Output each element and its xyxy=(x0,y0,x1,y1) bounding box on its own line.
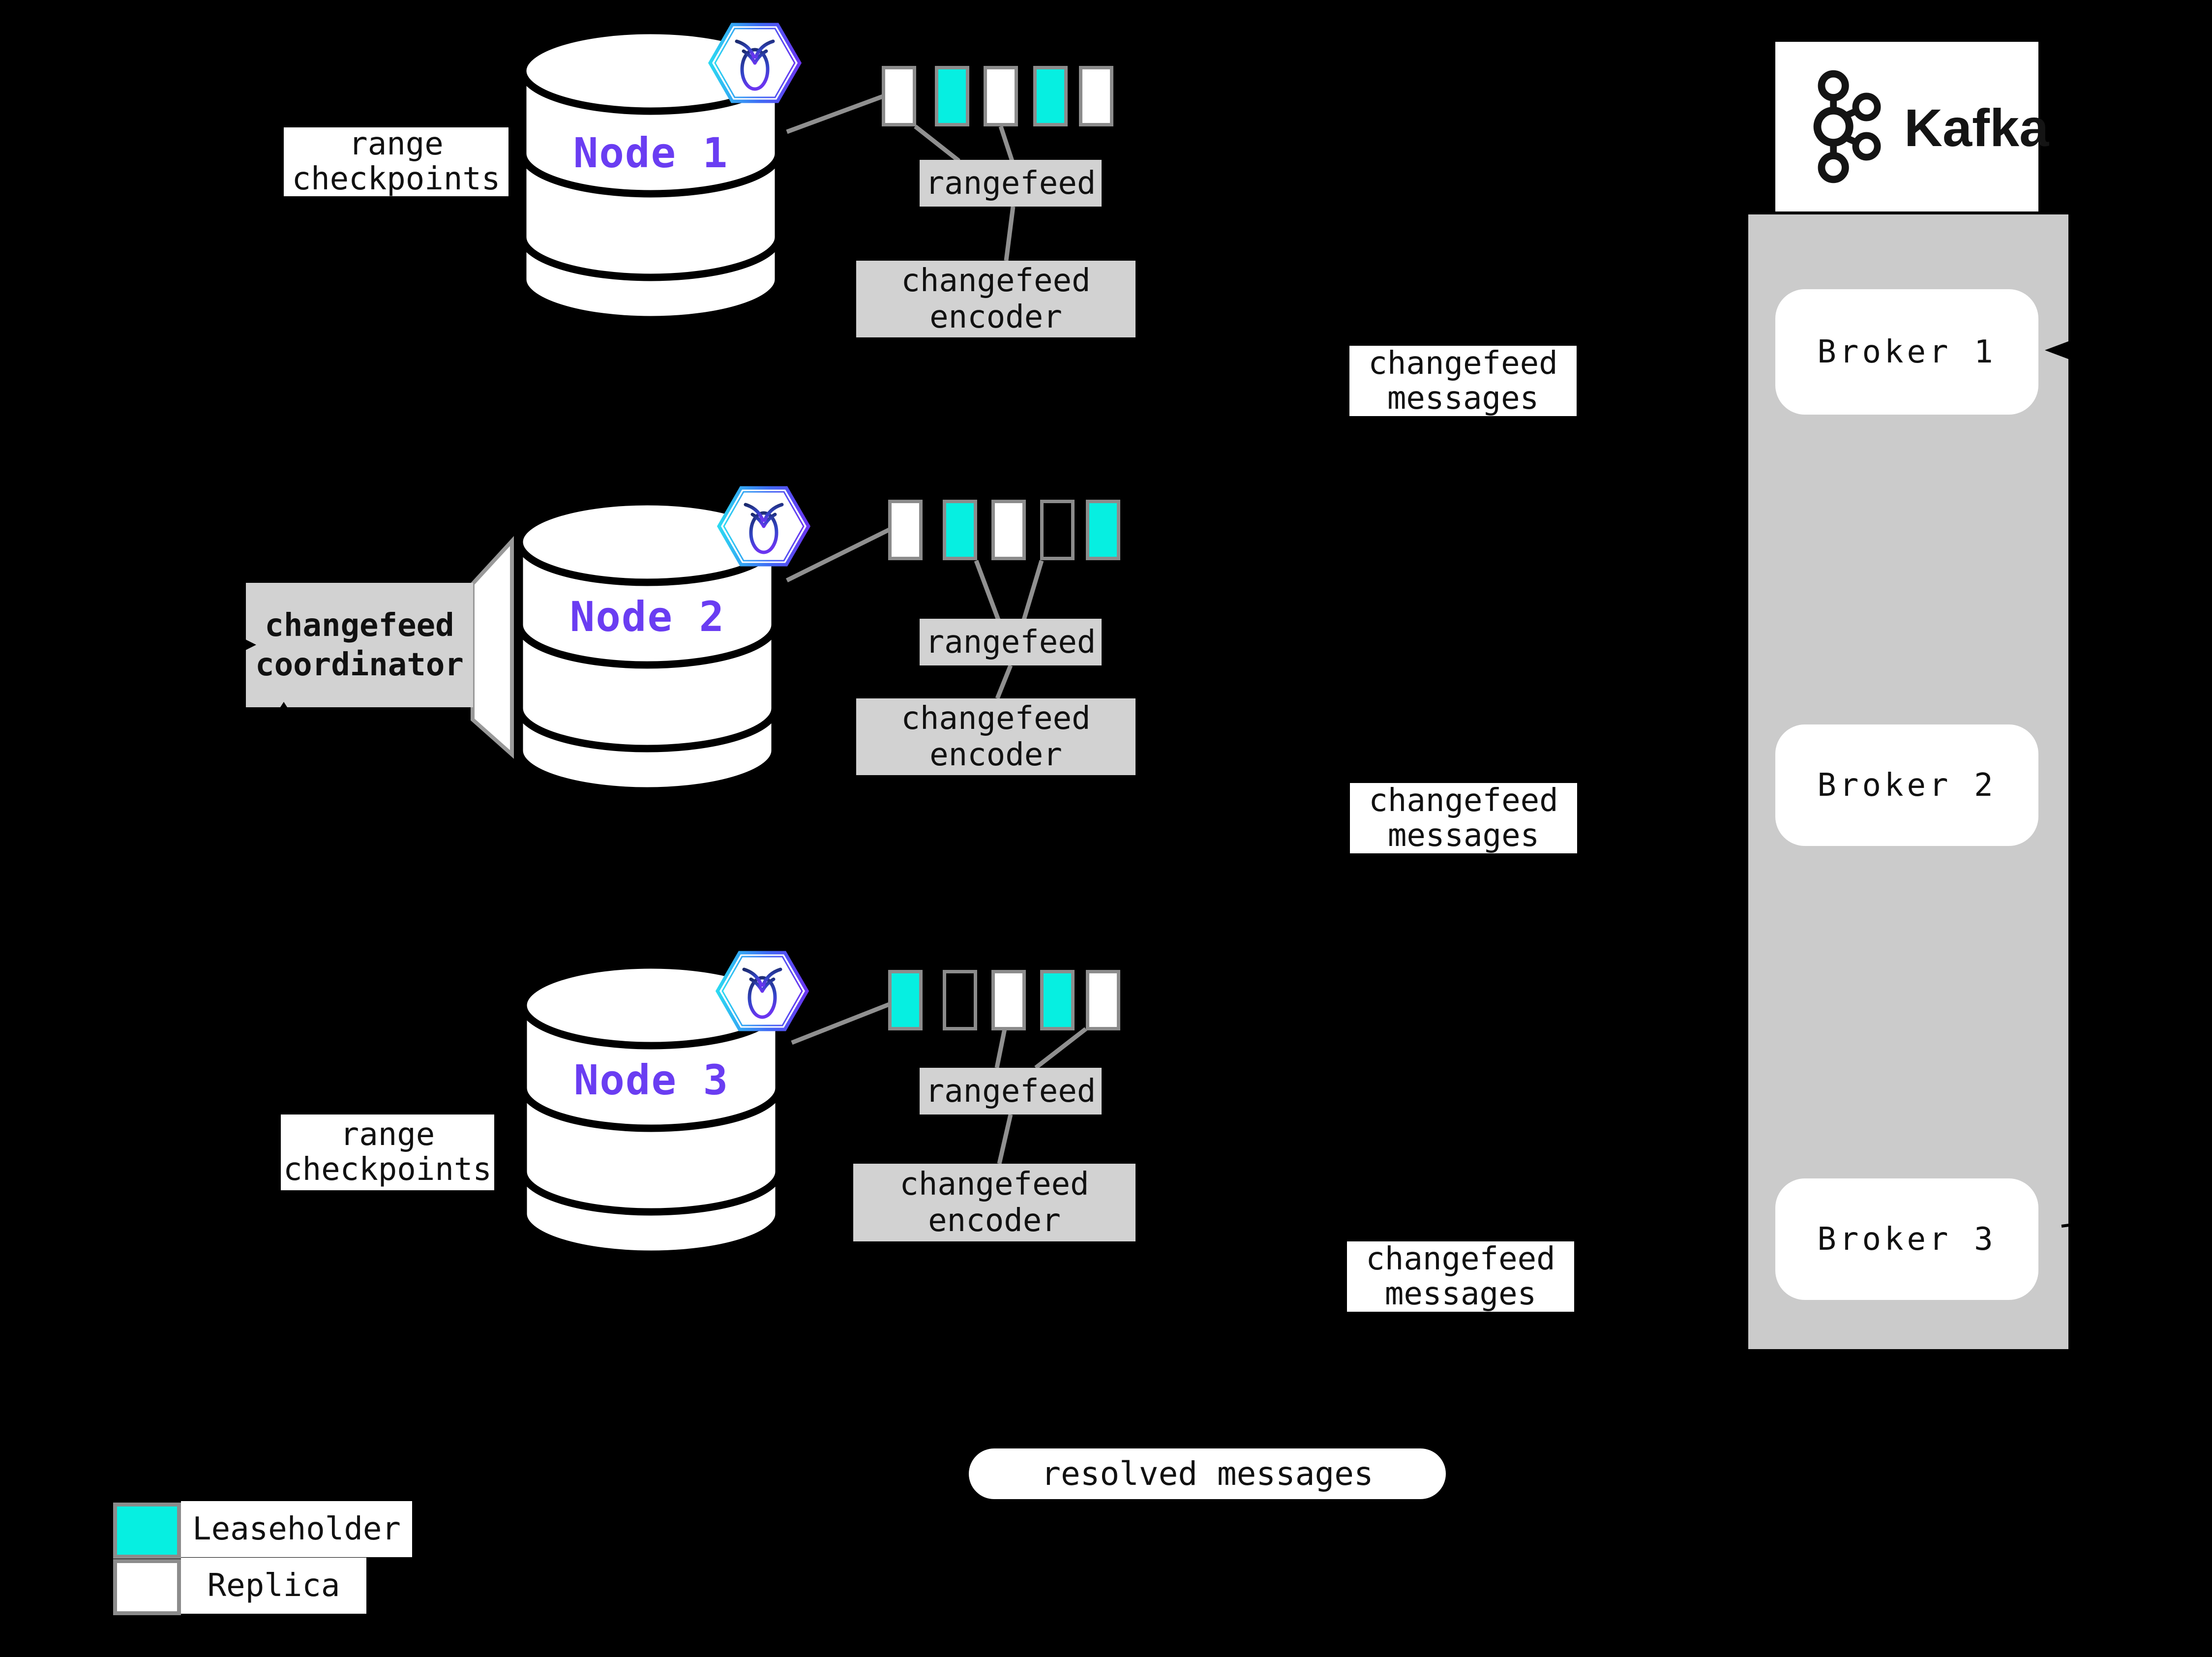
arrowhead-into-coordinator xyxy=(244,639,256,651)
changefeed-encoder-box-node2: changefeed encoder xyxy=(856,698,1136,775)
range-checkpoints-label-node3: range checkpoints xyxy=(281,1115,494,1190)
gray-connector-lines xyxy=(786,94,1087,1165)
changefeed-messages-label-3: changefeed messages xyxy=(1347,1241,1574,1312)
node3-name: Node 3 xyxy=(573,1056,729,1104)
changefeed-messages-label-1: changefeed messages xyxy=(1349,346,1577,416)
resolved-messages-pill: resolved messages xyxy=(969,1448,1446,1499)
legend-replica-label: Replica xyxy=(181,1558,366,1614)
broker-2: Broker 2 xyxy=(1775,724,2038,846)
replica-square xyxy=(1079,66,1113,126)
changefeed-messages-text: changefeed messages xyxy=(1366,1241,1555,1312)
replica-square xyxy=(1040,970,1075,1030)
changefeed-encoder-text: changefeed encoder xyxy=(899,1166,1089,1239)
changefeed-encoder-box-node3: changefeed encoder xyxy=(853,1164,1136,1241)
changefeed-encoder-text: changefeed encoder xyxy=(901,263,1091,335)
changefeed-messages-text: changefeed messages xyxy=(1368,346,1558,416)
replica-square xyxy=(888,500,923,560)
cockroachdb-icon-node1 xyxy=(708,23,802,103)
kafka-icon xyxy=(1813,70,1881,183)
cockroachdb-icon-node3 xyxy=(716,951,809,1031)
broker-1: Broker 1 xyxy=(1775,289,2038,415)
node1-name: Node 1 xyxy=(573,129,729,177)
kafka-logo-box: Kafka xyxy=(1775,42,2049,211)
node2-name: Node 2 xyxy=(569,593,725,641)
arrowhead-into-coordinator-bottom xyxy=(279,702,288,709)
replica-square xyxy=(882,66,916,126)
database-cylinder-node2 xyxy=(515,498,779,795)
changefeed-encoder-text: changefeed encoder xyxy=(901,700,1091,773)
legend-replica-swatch xyxy=(113,1559,181,1615)
kafka-title: Kafka xyxy=(1904,98,2049,157)
changefeed-coordinator-text: changefeed coordinator xyxy=(255,607,464,683)
arrowhead-into-broker1 xyxy=(2045,340,2072,361)
rangefeed-box-node2: rangefeed xyxy=(920,619,1102,665)
range-checkpoints-text: range checkpoints xyxy=(292,127,501,196)
replica-square xyxy=(943,500,977,560)
arrow-tail-broker3 xyxy=(2061,1221,2088,1228)
replica-square xyxy=(984,66,1018,126)
changefeed-messages-text: changefeed messages xyxy=(1369,783,1558,853)
changefeed-encoder-box-node1: changefeed encoder xyxy=(856,261,1136,337)
replica-square xyxy=(935,66,969,126)
changefeed-coordinator-box: changefeed coordinator xyxy=(246,583,473,707)
replica-square xyxy=(991,970,1026,1030)
replica-square xyxy=(888,970,923,1030)
replica-square xyxy=(1086,500,1120,560)
replica-square xyxy=(991,500,1026,560)
replica-square xyxy=(943,970,977,1030)
cockroachdb-icon-node2 xyxy=(717,486,810,567)
range-checkpoints-text: range checkpoints xyxy=(283,1116,492,1188)
rangefeed-box-node1: rangefeed xyxy=(920,160,1102,207)
replica-square xyxy=(1086,970,1120,1030)
legend-leaseholder-label: Leaseholder xyxy=(181,1501,412,1557)
rangefeed-box-node3: rangefeed xyxy=(920,1068,1102,1115)
database-cylinder-node3 xyxy=(519,961,783,1258)
range-checkpoints-label-node1: range checkpoints xyxy=(284,127,508,196)
replica-square xyxy=(1040,500,1075,560)
changefeed-messages-label-2: changefeed messages xyxy=(1350,783,1577,853)
broker-3: Broker 3 xyxy=(1775,1178,2038,1300)
replica-square xyxy=(1033,66,1068,126)
legend-leaseholder-swatch xyxy=(113,1503,181,1559)
